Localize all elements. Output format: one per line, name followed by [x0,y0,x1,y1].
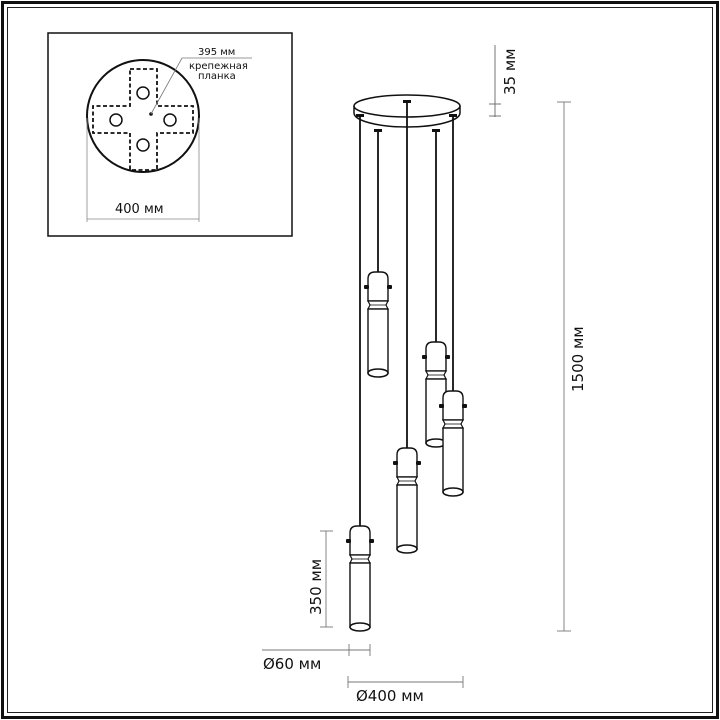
mount-hole-top [136,86,150,100]
dim-shade-height [320,530,333,628]
mount-hole-right [163,113,177,127]
dim-overall-diameter [347,676,464,688]
canopy-top-view-inset: 395 мм крепежная планка 400 мм [47,32,293,237]
shade-diameter-label: Ø60 мм [263,655,321,673]
pendant-shade-2 [363,271,393,378]
bracket-size-label: 395 мм [198,47,235,58]
mount-hole-left [109,113,123,127]
pendant-shade-1 [345,525,375,632]
dim-canopy-height [489,45,501,117]
inner-frame [7,7,713,713]
pendant-shade-4 [392,447,422,554]
shade-height-label: 350 мм [307,559,325,615]
mount-hole-bottom [136,138,150,152]
mounting-bracket-cross [92,68,194,171]
canopy-diameter-label: 400 мм [115,202,164,217]
bracket-leader-line [150,57,252,115]
suspension-cables [356,100,457,527]
inset-box [47,32,293,237]
canopy-circle [86,59,200,173]
dim-shade-diameter [262,644,371,656]
total-height-label: 1500 мм [569,326,587,392]
overall-diameter-label: Ø400 мм [356,687,424,705]
canopy-height-label: 35 мм [501,49,519,96]
pendant-shade-5 [438,390,468,497]
bracket-label-line2: планка [198,71,236,82]
bracket-label-line1: крепежная [189,61,248,72]
dim-total-height [557,101,571,632]
